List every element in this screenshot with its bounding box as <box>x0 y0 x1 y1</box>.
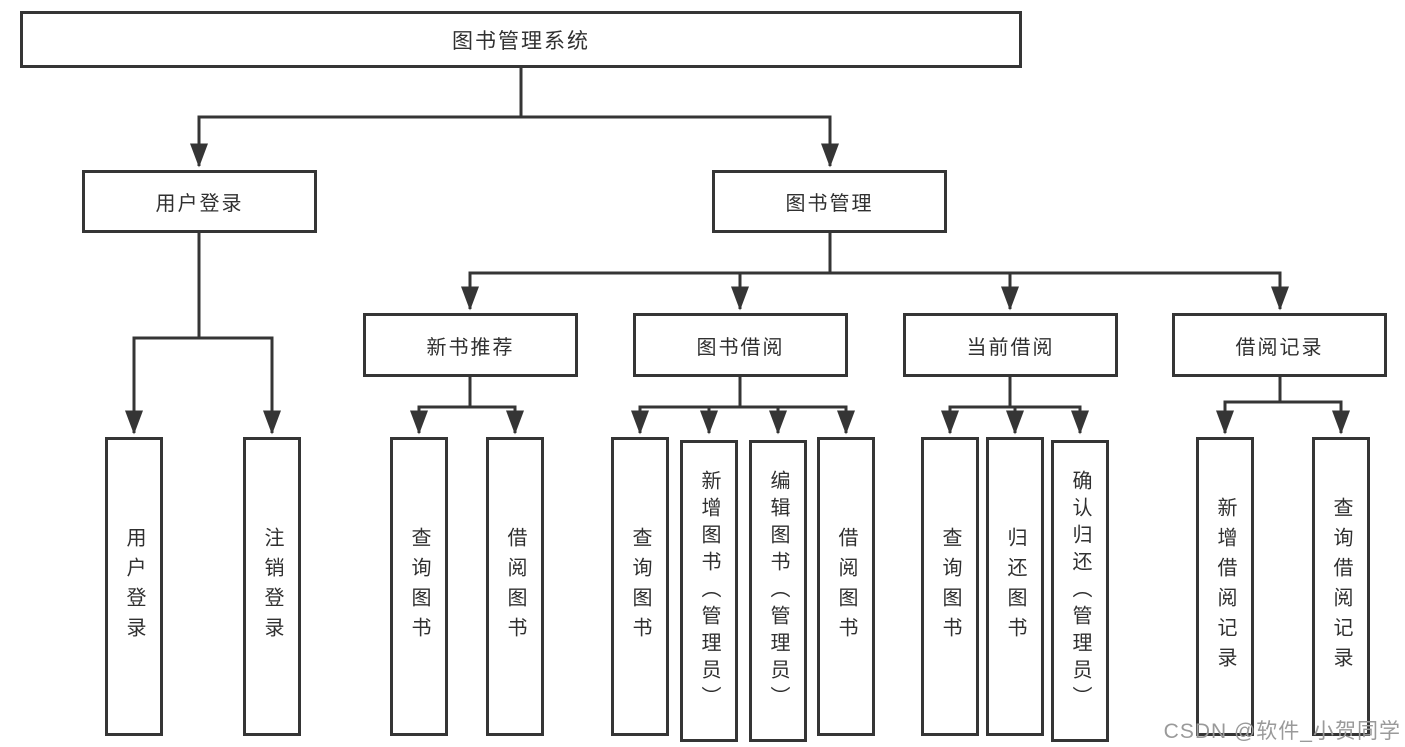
leaf-logout-label: 注销登录 <box>261 526 283 647</box>
leaf-borrow-books-recommend: 借阅图书 <box>486 437 544 736</box>
leaf-confirm-return-admin: 确认归还（管理员） <box>1051 440 1109 742</box>
leaf-query-books-recommend: 查询图书 <box>390 437 448 736</box>
node-current-borrow: 当前借阅 <box>903 313 1118 377</box>
leaf-borrow-books-recommend-label: 借阅图书 <box>504 526 526 647</box>
node-book-management: 图书管理 <box>712 170 947 233</box>
leaf-confirm-return-admin-label: 确认归还（管理员） <box>1069 469 1091 713</box>
leaf-query-books-borrow-label: 查询图书 <box>629 526 651 647</box>
leaf-borrow-books-label: 借阅图书 <box>835 526 857 647</box>
node-book-borrow: 图书借阅 <box>633 313 848 377</box>
node-book-management-label: 图书管理 <box>785 193 874 215</box>
leaf-query-books-recommend-label: 查询图书 <box>408 526 430 647</box>
node-root-label: 图书管理系统 <box>452 29 590 53</box>
node-user-login-label: 用户登录 <box>155 193 244 215</box>
leaf-return-book-label: 归还图书 <box>1004 526 1026 647</box>
node-root: 图书管理系统 <box>20 11 1022 68</box>
leaf-edit-book-admin: 编辑图书（管理员） <box>749 440 807 742</box>
leaf-logout: 注销登录 <box>243 437 301 736</box>
leaf-add-borrow-record-label: 新增借阅记录 <box>1214 496 1236 677</box>
leaf-add-borrow-record: 新增借阅记录 <box>1196 437 1254 736</box>
leaf-query-books-current: 查询图书 <box>921 437 979 736</box>
leaf-query-books-current-label: 查询图书 <box>939 526 961 647</box>
leaf-query-books-borrow: 查询图书 <box>611 437 669 736</box>
watermark: CSDN @软件_小贺同学 <box>1163 720 1401 743</box>
leaf-query-borrow-record: 查询借阅记录 <box>1312 437 1370 736</box>
node-borrow-records: 借阅记录 <box>1172 313 1387 377</box>
leaf-user-login: 用户登录 <box>105 437 163 736</box>
node-borrow-records-label: 借阅记录 <box>1235 336 1324 359</box>
node-book-borrow-label: 图书借阅 <box>696 336 785 359</box>
leaf-borrow-books: 借阅图书 <box>817 437 875 736</box>
leaf-return-book: 归还图书 <box>986 437 1044 736</box>
leaf-add-book-admin-label: 新增图书（管理员） <box>698 469 720 713</box>
node-new-book-recommend: 新书推荐 <box>363 313 578 377</box>
node-user-login: 用户登录 <box>82 170 317 233</box>
leaf-add-book-admin: 新增图书（管理员） <box>680 440 738 742</box>
leaf-edit-book-admin-label: 编辑图书（管理员） <box>767 469 789 713</box>
leaf-user-login-label: 用户登录 <box>123 526 145 647</box>
node-new-book-recommend-label: 新书推荐 <box>426 336 515 359</box>
node-current-borrow-label: 当前借阅 <box>966 336 1055 359</box>
leaf-query-borrow-record-label: 查询借阅记录 <box>1330 496 1352 677</box>
